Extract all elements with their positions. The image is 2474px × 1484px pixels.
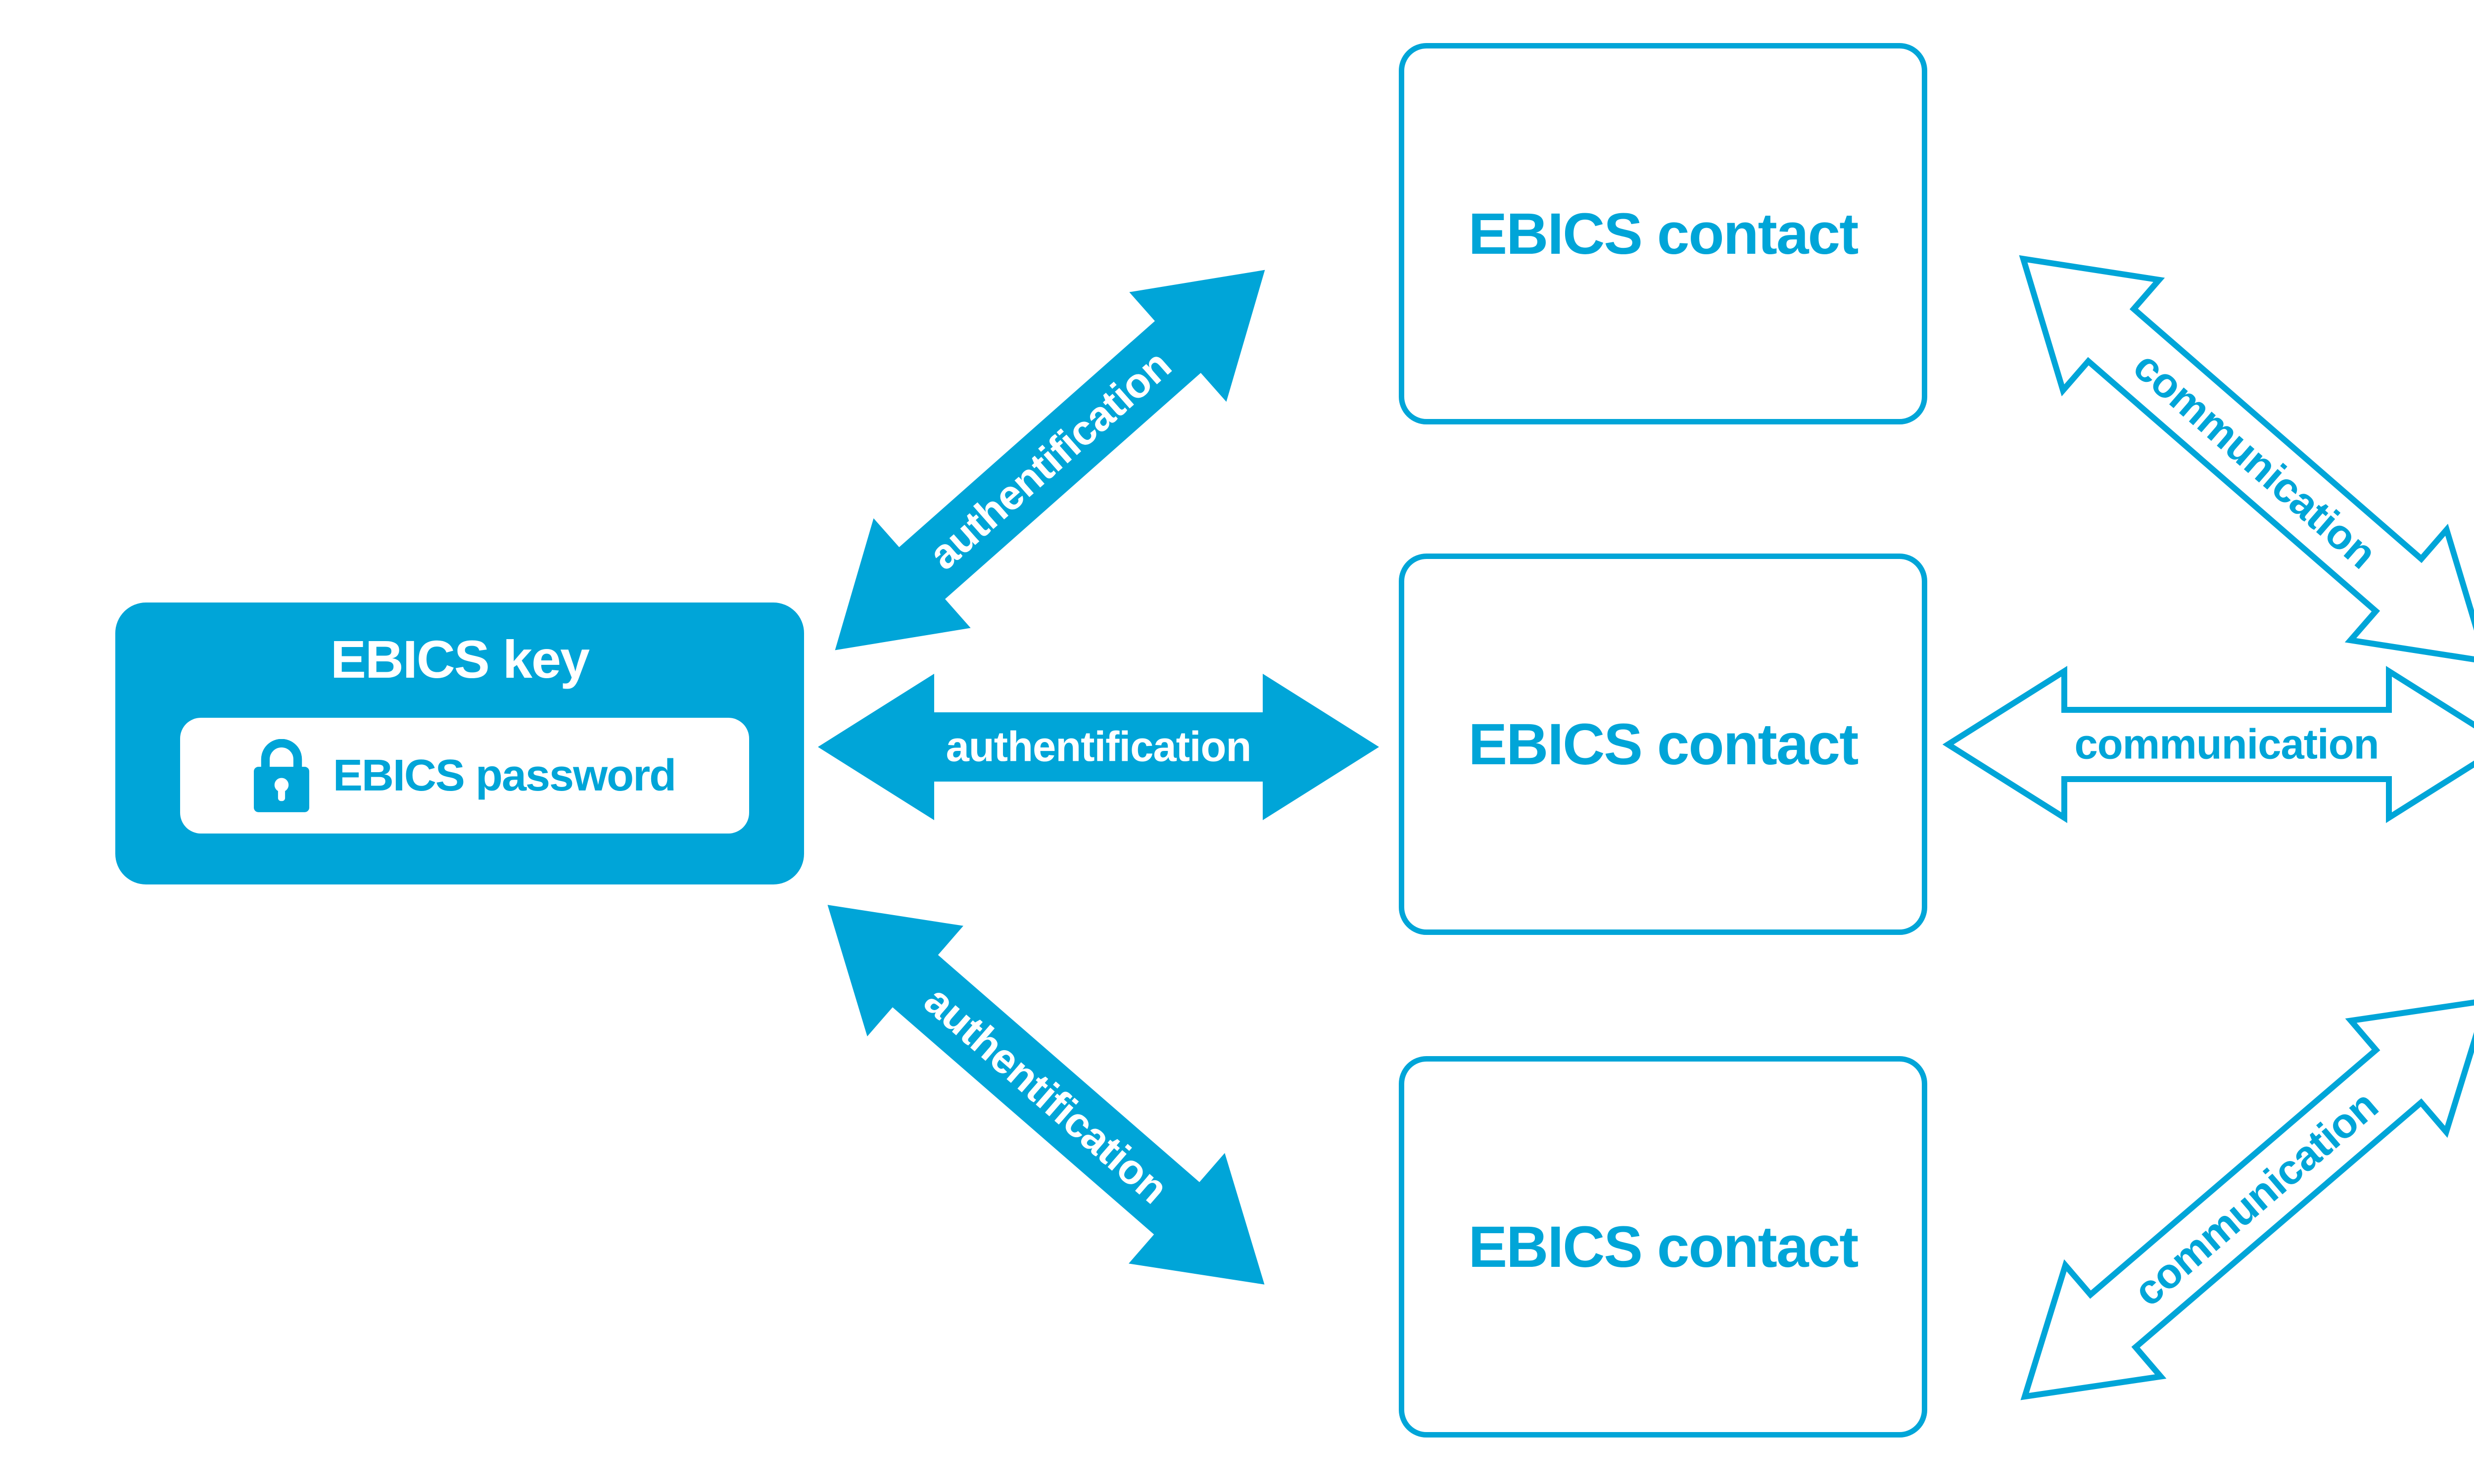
- ebics-key-box: EBICS key EBICS password: [115, 603, 804, 884]
- double-arrow-shape: [818, 674, 1379, 820]
- ebics-contact-box-middle: EBICS contact: [1399, 554, 1927, 935]
- communication-label: communication: [2125, 342, 2385, 577]
- ebics-contact-box-top: EBICS contact: [1399, 43, 1927, 424]
- ebics-password-label: EBICS password: [333, 750, 676, 800]
- ebics-contact-label: EBICS contact: [1468, 1214, 1858, 1280]
- double-arrow-shape: [827, 905, 1265, 1285]
- communication-label: communication: [2125, 1082, 2387, 1315]
- double-arrow-shape: [1942, 666, 2474, 823]
- authentification-arrow-top: authentification: [835, 270, 1265, 650]
- double-arrow-shape: [2020, 997, 2474, 1400]
- communication-label: communication: [2074, 721, 2379, 768]
- communication-arrow-middle: communication: [1942, 666, 2474, 823]
- authentification-label: authentification: [946, 724, 1251, 771]
- communication-arrow-bottom: communication: [2020, 997, 2474, 1400]
- authentification-label: authentification: [915, 977, 1177, 1212]
- double-arrow-shape: [835, 270, 1265, 650]
- authentification-arrow-middle: authentification: [818, 674, 1379, 820]
- lock-icon: [253, 739, 309, 812]
- ebics-contact-label: EBICS contact: [1468, 711, 1858, 777]
- ebics-password-field: EBICS password: [180, 718, 749, 834]
- double-arrow-shape: [2019, 255, 2474, 665]
- communication-arrow-top: communication: [2019, 255, 2474, 665]
- authentification-arrow-bottom: authentification: [827, 905, 1265, 1285]
- ebics-contact-label: EBICS contact: [1468, 201, 1858, 267]
- ebics-key-title: EBICS key: [330, 629, 590, 689]
- ebics-contact-box-bottom: EBICS contact: [1399, 1056, 1927, 1438]
- authentification-label: authentification: [920, 341, 1180, 579]
